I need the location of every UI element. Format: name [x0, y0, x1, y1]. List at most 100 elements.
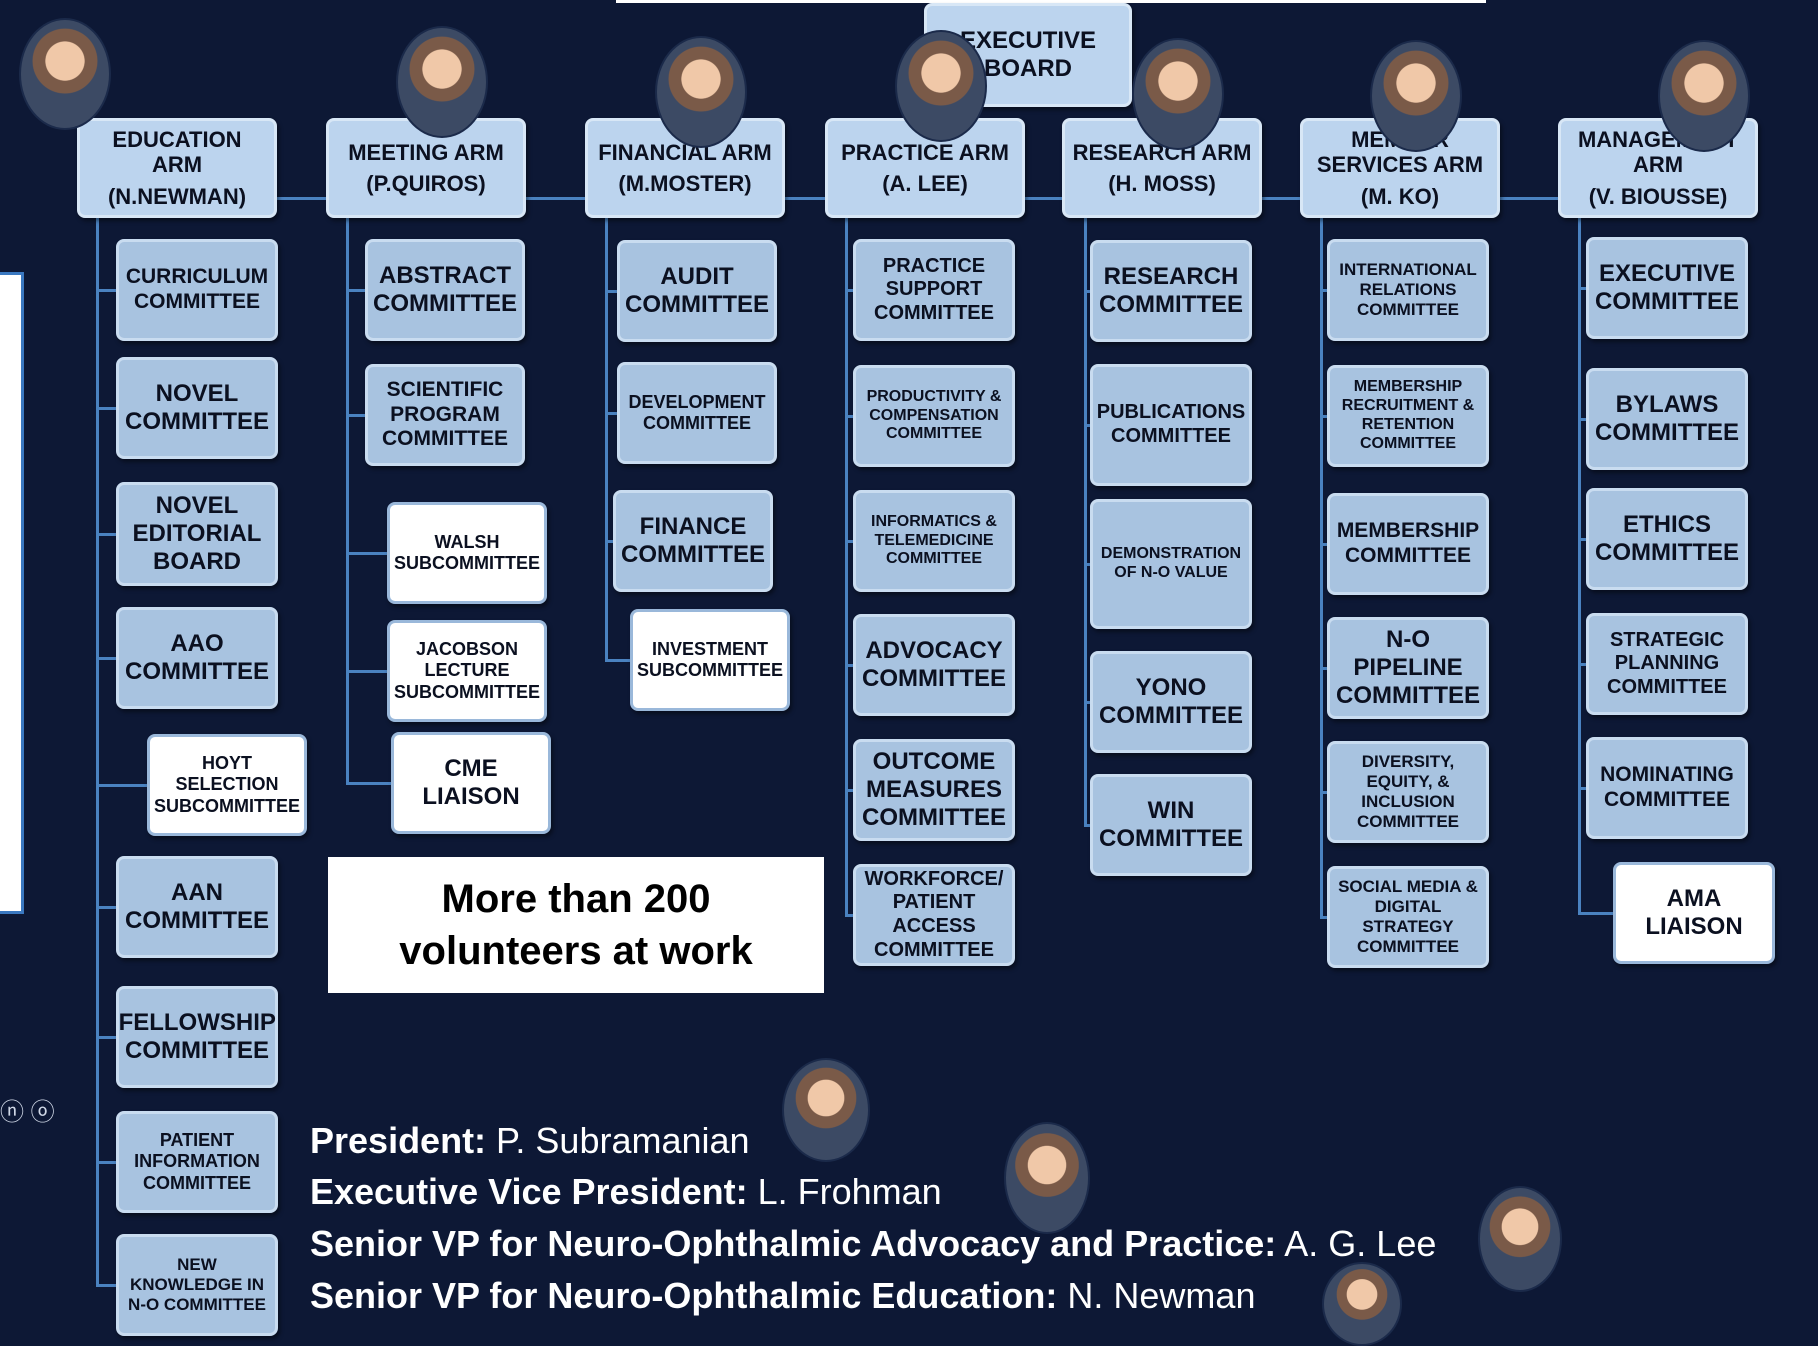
committee-box: NOVEL EDITORIAL BOARD	[116, 482, 278, 586]
committee-connector	[1578, 287, 1586, 290]
committee-connector	[1578, 663, 1586, 666]
leader-line-president: President: P. Subramanian	[310, 1120, 750, 1162]
arm-lead-portrait	[655, 36, 747, 148]
committee-connector	[1320, 289, 1327, 292]
arm-lead: (V. BIOUSSE)	[1588, 183, 1728, 209]
arm-trunk-line	[96, 197, 99, 1287]
portrait-president	[782, 1058, 870, 1162]
committee-box: AAO COMMITTEE	[116, 607, 278, 709]
committee-connector	[1320, 916, 1327, 919]
committee-box: EXECUTIVE COMMITTEE	[1586, 237, 1748, 339]
committee-connector	[1578, 538, 1586, 541]
committee-box: WORKFORCE/ PATIENT ACCESS COMMITTEE	[853, 864, 1015, 966]
committee-connector	[605, 412, 617, 415]
committee-connector	[845, 289, 853, 292]
committee-connector	[96, 1284, 116, 1287]
committee-box: CME LIAISON	[391, 732, 551, 834]
leader-title: Senior VP for Neuro-Ophthalmic Advocacy …	[310, 1223, 1277, 1264]
arm-trunk-line	[605, 197, 608, 662]
arm-lead-portrait	[396, 26, 488, 138]
committee-box: INVESTMENT SUBCOMMITTEE	[630, 609, 790, 711]
committee-connector	[605, 290, 617, 293]
volunteers-banner: More than 200 volunteers at work	[328, 857, 824, 993]
committee-box: DEVELOPMENT COMMITTEE	[617, 362, 777, 464]
committee-box: NEW KNOWLEDGE IN N-O COMMITTEE	[116, 1234, 278, 1336]
committee-connector	[346, 670, 387, 673]
arm-lead-portrait	[19, 18, 111, 130]
arm-lead: (M. KO)	[1360, 183, 1440, 209]
leader-title: President:	[310, 1120, 487, 1161]
committee-box: FINANCE COMMITTEE	[613, 490, 773, 592]
committee-box: YONO COMMITTEE	[1090, 651, 1252, 753]
committee-box: CURRICULUM COMMITTEE	[116, 239, 278, 341]
committee-connector	[1578, 912, 1613, 915]
committee-connector	[96, 1161, 116, 1164]
committee-connector	[96, 1036, 116, 1039]
committee-connector	[1084, 701, 1090, 704]
committee-box: HOYT SELECTION SUBCOMMITTEE	[147, 734, 307, 836]
committee-box: OUTCOME MEASURES COMMITTEE	[853, 739, 1015, 841]
committee-box: AUDIT COMMITTEE	[617, 240, 777, 342]
portrait-evp	[1004, 1122, 1090, 1234]
arm-lead-portrait	[1132, 38, 1224, 150]
leader-name: L. Frohman	[747, 1171, 942, 1212]
committee-connector	[1320, 791, 1327, 794]
committee-box: ETHICS COMMITTEE	[1586, 488, 1748, 590]
arm-lead: (A. LEE)	[882, 171, 968, 196]
arm-trunk-line	[845, 197, 848, 917]
committee-box: RESEARCH COMMITTEE	[1090, 240, 1252, 342]
arm-lead: (N.NEWMAN)	[107, 183, 247, 209]
arm-lead: (H. MOSS)	[1108, 171, 1216, 196]
committee-box: AAN COMMITTEE	[116, 856, 278, 958]
committee-connector	[845, 914, 853, 917]
committee-connector	[346, 782, 391, 785]
leader-title: Executive Vice President:	[310, 1171, 748, 1212]
leader-line-evp: Executive Vice President: L. Frohman	[310, 1171, 942, 1213]
committee-connector	[1084, 424, 1090, 427]
committee-box: SOCIAL MEDIA & DIGITAL STRATEGY COMMITTE…	[1327, 866, 1489, 968]
committee-box: ADVOCACY COMMITTEE	[853, 614, 1015, 716]
committee-connector	[346, 552, 387, 555]
committee-box: AMA LIAISON	[1613, 862, 1775, 964]
leader-line-svp-education: Senior VP for Neuro-Ophthalmic Education…	[310, 1275, 1255, 1317]
committee-connector	[1084, 563, 1090, 566]
top-divider	[616, 0, 1486, 3]
committee-box: BYLAWS COMMITTEE	[1586, 368, 1748, 470]
arm-name: MEETING ARM	[348, 139, 504, 165]
committee-box: MEMBERSHIP COMMITTEE	[1327, 493, 1489, 595]
committee-connector	[1578, 787, 1586, 790]
arm-trunk-line	[1320, 197, 1323, 919]
volunteers-line-1: More than 200	[441, 877, 711, 921]
leader-name: P. Subramanian	[486, 1120, 750, 1161]
committee-connector	[1578, 418, 1586, 421]
portrait-svp-advocacy	[1478, 1186, 1562, 1292]
committee-connector	[845, 540, 853, 543]
committee-box: NOVEL COMMITTEE	[116, 357, 278, 459]
committee-connector	[96, 784, 147, 787]
committee-box: JACOBSON LECTURE SUBCOMMITTEE	[387, 620, 547, 722]
committee-box: STRATEGIC PLANNING COMMITTEE	[1586, 613, 1748, 715]
arm-lead-portrait	[895, 30, 987, 142]
leader-name: N. Newman	[1057, 1275, 1256, 1316]
arm-lead-portrait	[1370, 40, 1462, 152]
committee-box: PRACTICE SUPPORT COMMITTEE	[853, 239, 1015, 341]
arm-trunk-line	[1578, 197, 1581, 915]
committee-box: WIN COMMITTEE	[1090, 774, 1252, 876]
arm-name: EDUCATION ARM	[112, 127, 242, 178]
committee-connector	[96, 906, 116, 909]
committee-connector	[96, 533, 116, 536]
arm-header: EDUCATION ARM (N.NEWMAN)	[77, 118, 277, 218]
arm-lead-portrait	[1658, 40, 1750, 152]
committee-connector	[96, 657, 116, 660]
committee-connector	[96, 289, 116, 292]
committee-box: DEMONSTRATION OF N-O VALUE	[1090, 499, 1252, 629]
committee-box: N-O PIPELINE COMMITTEE	[1327, 617, 1489, 719]
committee-connector	[346, 414, 365, 417]
committee-box: MEMBERSHIP RECRUITMENT & RETENTION COMMI…	[1327, 365, 1489, 467]
committee-box: PUBLICATIONS COMMITTEE	[1090, 364, 1252, 486]
left-panel-edge	[0, 272, 24, 914]
committee-connector	[1084, 290, 1090, 293]
committee-connector	[845, 789, 853, 792]
leader-line-svp-advocacy: Senior VP for Neuro-Ophthalmic Advocacy …	[310, 1223, 1436, 1265]
